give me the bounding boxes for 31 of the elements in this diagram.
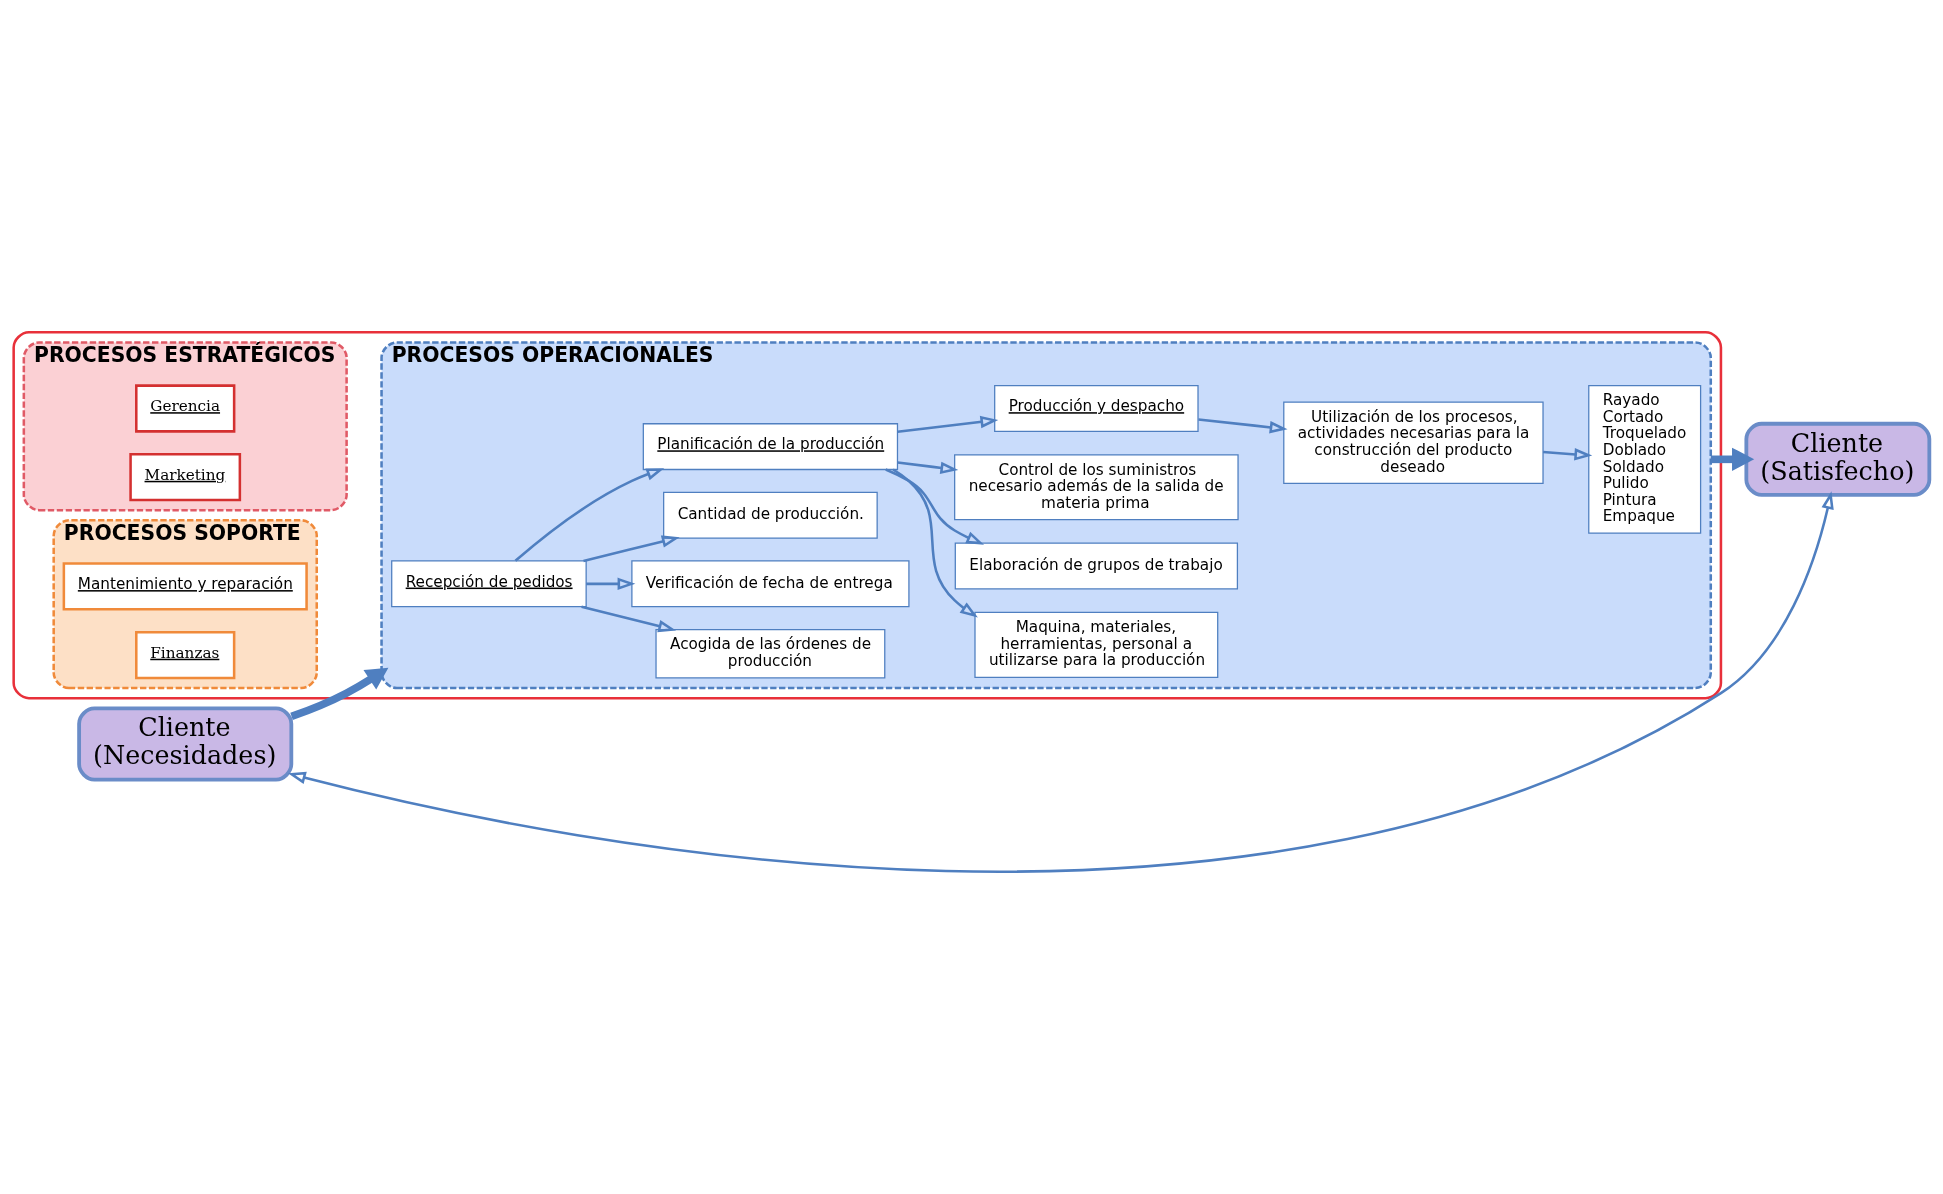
arrow: [897, 461, 959, 475]
arrow: [514, 468, 665, 562]
node-box: Producción y despacho: [994, 385, 1199, 432]
arrow: [897, 415, 999, 434]
node-box: Cliente (Necesidades): [77, 706, 294, 782]
node-box: Maquina, materiales, herramientas, personal a utilizarse para la producción: [974, 611, 1219, 678]
node-box: Control de los suministros necesario además de la salida de materia prima: [954, 454, 1239, 521]
node-box: Utilización de los procesos, actividades necesarias para la construcción del producto deseado: [1283, 401, 1544, 485]
arrow: [581, 605, 677, 633]
node-box: Finanzas: [135, 630, 236, 680]
node-box: Recepción de pedidos: [391, 560, 587, 608]
node-box: Verificación de fecha de entrega: [631, 560, 910, 608]
node-box: Marketing: [129, 452, 242, 502]
node-box: Gerencia: [135, 384, 236, 433]
arrow: [287, 491, 1834, 873]
node-box: Planificación de la producción: [642, 423, 899, 471]
arrow: [1198, 418, 1288, 434]
arrow: [1543, 448, 1593, 461]
arrow: [290, 667, 389, 721]
arrow: [583, 535, 680, 563]
node-box: Rayado Cortado Troquelado Doblado Soldado Pulido Pintura Empaque: [1588, 385, 1702, 534]
node-box: Mantenimiento y reparación: [62, 562, 308, 611]
node-box: Elaboración de grupos de trabajo: [954, 542, 1239, 590]
arrow: [586, 577, 636, 591]
node-box: Cliente (Satisfecho): [1744, 421, 1932, 497]
cluster: [12, 331, 1723, 700]
node-box: Acogida de las órdenes de producción: [655, 628, 886, 679]
arrow: [892, 468, 978, 618]
arrow: [885, 468, 985, 545]
node-box: Cantidad de producción.: [663, 491, 878, 539]
arrow: [1710, 447, 1755, 471]
